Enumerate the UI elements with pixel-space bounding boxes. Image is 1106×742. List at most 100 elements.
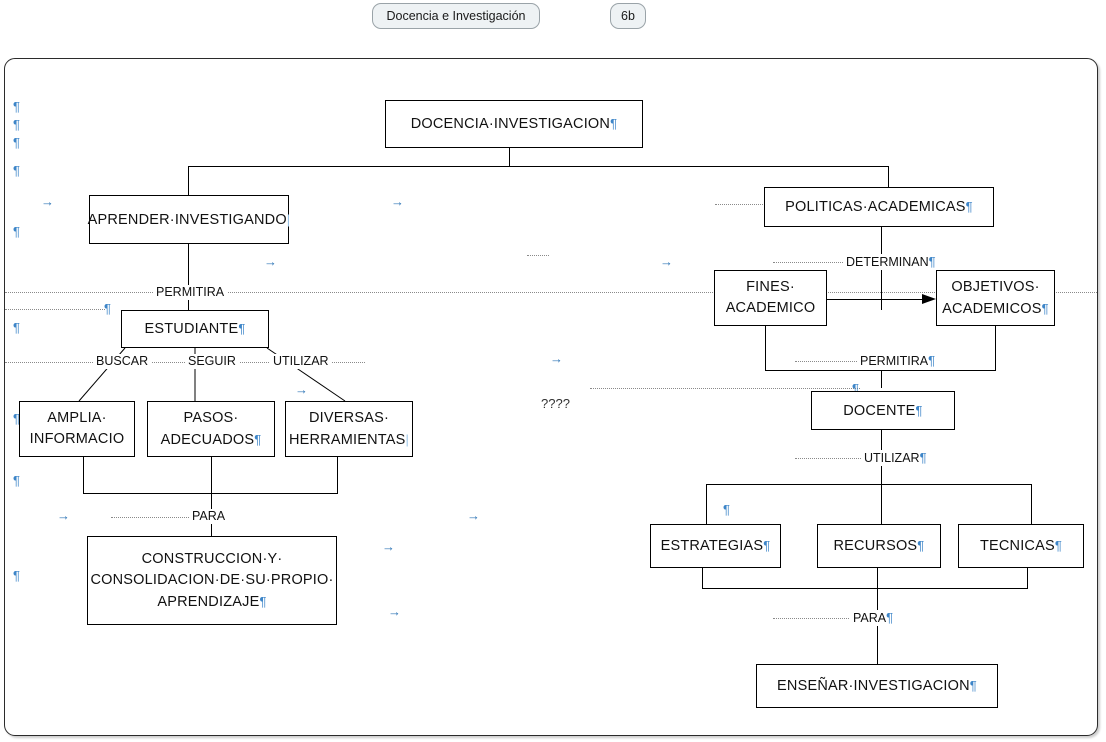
node-docente-text: DOCENTE¶ (843, 402, 923, 419)
node-diversas-herramientas-line2: HERRAMIENTAS| (288, 431, 410, 448)
tab-arrow-6: → (295, 382, 308, 397)
link-label-para-left: PARA (189, 509, 229, 524)
pilcrow-icon: ¶ (969, 678, 977, 693)
tab-arrow-4: → (660, 254, 673, 269)
dotted-fragment-mid (527, 255, 549, 256)
node-docencia-investigacion[interactable]: DOCENCIA·INVESTIGACION¶ (385, 100, 643, 148)
connector-fines-objetivos-merge (765, 370, 996, 371)
pilcrow-icon: ¶ (259, 593, 267, 609)
node-ensenar-investigacion-text: ENSEÑAR·INVESTIGACION¶ (777, 678, 977, 694)
pilcrow-mark-2: ¶ (13, 117, 20, 132)
connector-estrategias-down (702, 568, 703, 588)
dotted-rule-permitira (5, 292, 1097, 293)
node-construccion-line3: APRENDIZAJE¶ (157, 593, 267, 610)
pilcrow-icon: ¶ (886, 610, 894, 625)
node-tecnicas[interactable]: TECNICAS¶ (958, 524, 1084, 568)
node-amplia-informacion-line1: AMPLIA· (47, 410, 107, 426)
node-objetivos-academicos[interactable]: OBJETIVOS· ACADEMICOS¶ (936, 270, 1055, 326)
dotted-rule-docente-lead (590, 388, 860, 389)
node-objetivos-academicos-line2: ACADEMICOS¶ (942, 300, 1049, 317)
connector-amplia-down (83, 457, 84, 493)
pilcrow-mark-3: ¶ (13, 135, 20, 150)
dotted-rule-determinan (773, 262, 845, 263)
text-mark-icon: | (405, 431, 410, 447)
connector-to-recursos (881, 484, 882, 524)
node-docencia-investigacion-text: DOCENCIA·INVESTIGACION¶ (410, 116, 618, 132)
tab-arrow-3: → (264, 254, 277, 269)
link-label-buscar: BUSCAR (93, 354, 152, 369)
dotted-rule-politicas-lead (715, 204, 765, 205)
connector-tecnicas-down (1027, 568, 1028, 588)
page-number-pill[interactable]: 6b (610, 3, 646, 29)
pilcrow-icon: ¶ (928, 254, 936, 269)
node-diversas-herramientas[interactable]: DIVERSAS· HERRAMIENTAS| (285, 401, 413, 457)
node-aprender-investigando-text: APRENDER·INVESTIGANDO| (87, 211, 291, 228)
tab-arrow-9: → (382, 539, 395, 554)
pilcrow-icon: ¶ (610, 116, 618, 131)
pilcrow-mark-6: ¶ (13, 320, 20, 335)
tab-arrow-8: → (467, 508, 480, 523)
pilcrow-mark-1: ¶ (13, 99, 20, 114)
pilcrow-mark-9: ¶ (13, 568, 20, 583)
page-number-text: 6b (621, 9, 635, 23)
text-mark-icon: | (286, 211, 291, 227)
pilcrow-mark-8: ¶ (13, 473, 20, 488)
pilcrow-icon: ¶ (917, 538, 925, 553)
pilcrow-icon: ¶ (915, 402, 923, 418)
connector-to-aprender (188, 166, 189, 195)
connector-tools-merge-bar (702, 588, 1028, 589)
node-construccion-aprendizaje[interactable]: CONSTRUCCION·Y· CONSOLIDACION·DE·SU·PROP… (87, 536, 337, 625)
node-recursos[interactable]: RECURSOS¶ (817, 524, 941, 568)
connector-pasos-down (211, 457, 212, 493)
link-label-utilizar: UTILIZAR (270, 354, 332, 369)
link-label-permitira-right: PERMITIRA¶ (857, 353, 939, 369)
document-title-text: Docencia e Investigación (386, 9, 526, 23)
pilcrow-icon: ¶ (919, 450, 927, 465)
connector-merge-to-ensenar (877, 588, 878, 664)
document-title-pill[interactable]: Docencia e Investigación (372, 3, 540, 29)
pilcrow-mark-7: ¶ (13, 411, 20, 426)
node-politicas-academicas-text: POLITICAS·ACADEMICAS¶ (785, 199, 973, 215)
pilcrow-icon: ¶ (1054, 538, 1063, 553)
node-ensenar-investigacion[interactable]: ENSEÑAR·INVESTIGACION¶ (756, 664, 998, 708)
node-objetivos-academicos-line1: OBJETIVOS· (951, 278, 1040, 295)
pilcrow-mark-4: ¶ (13, 163, 20, 178)
link-label-para-right: PARA¶ (850, 610, 897, 626)
diagram-canvas: DOCENCIA·INVESTIGACION¶ APRENDER·INVESTI… (4, 58, 1098, 736)
connector-fines-to-objetivos (827, 299, 925, 300)
node-pasos-adecuados[interactable]: PASOS· ADECUADOS¶ (147, 401, 275, 457)
pilcrow-mark-5: ¶ (13, 224, 20, 239)
node-tecnicas-text: TECNICAS¶ (979, 538, 1063, 554)
tab-arrow-7: → (57, 508, 70, 523)
node-diversas-herramientas-line1: DIVERSAS· (309, 409, 389, 426)
node-amplia-informacion[interactable]: AMPLIA· INFORMACIO (19, 401, 135, 457)
pilcrow-mark-row-estudiante: ¶ (104, 301, 111, 316)
connector-recursos-down (877, 568, 878, 588)
node-fines-academico[interactable]: FINES· ACADEMICO (714, 270, 827, 326)
node-estudiante-text: ESTUDIANTE¶ (144, 321, 246, 337)
node-fines-academico-line2: ACADEMICO (725, 300, 816, 316)
node-construccion-line1: CONSTRUCCION·Y· (141, 550, 283, 567)
connector-items-merge-bar (83, 493, 338, 494)
connector-root-stem (509, 148, 510, 166)
connector-to-politicas (888, 166, 889, 188)
connector-merge-to-docente (881, 370, 882, 388)
pilcrow-mark-above-docente: ¶ (852, 381, 859, 396)
tab-arrow-2: → (391, 194, 404, 209)
dotted-rule-secondary-left (5, 309, 105, 310)
node-estudiante[interactable]: ESTUDIANTE¶ (121, 310, 269, 348)
tab-arrow-10: → (388, 604, 401, 619)
node-aprender-investigando[interactable]: APRENDER·INVESTIGANDO| (87, 195, 291, 244)
node-estrategias[interactable]: ESTRATEGIAS¶ (650, 524, 781, 568)
pilcrow-icon: ¶ (254, 431, 262, 447)
link-label-utilizar-right: UTILIZAR¶ (861, 450, 930, 466)
link-label-permitira-left: PERMITIRA (153, 285, 228, 300)
node-docente[interactable]: DOCENTE¶ (811, 391, 955, 430)
connector-to-tecnicas (1031, 484, 1032, 524)
connector-tools-fanout-bar (706, 484, 1031, 485)
node-politicas-academicas[interactable]: POLITICAS·ACADEMICAS¶ (764, 187, 994, 227)
pilcrow-icon: ¶ (965, 199, 973, 214)
dotted-rule-para-left (111, 517, 211, 518)
dotted-rule-para-right (773, 618, 851, 619)
connector-diversas-down (337, 457, 338, 493)
